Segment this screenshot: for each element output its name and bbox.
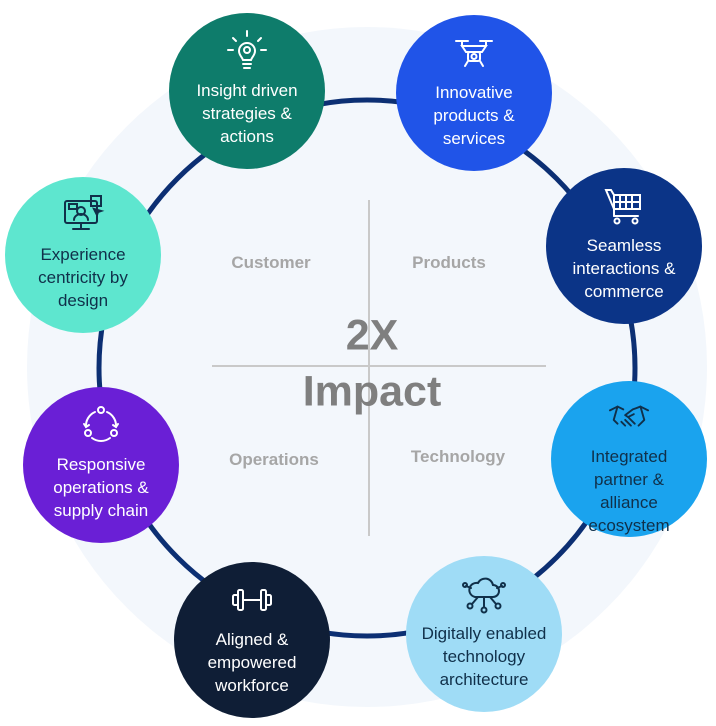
node-aligned-label: Aligned & empowered workforce xyxy=(207,630,297,695)
cloud-network-icon xyxy=(462,577,506,614)
node-innovative-label: Innovative products & services xyxy=(433,83,515,148)
quadrant-products: Products xyxy=(412,253,486,272)
drone-icon xyxy=(455,40,493,67)
node-seamless-label: Seamless interactions & commerce xyxy=(572,236,676,301)
shopping-cart-icon xyxy=(604,189,641,225)
node-integrated-label: Integrated partner & alliance ecosystem xyxy=(588,447,670,535)
center-impact: Impact xyxy=(302,367,442,416)
dumbbell-icon xyxy=(232,589,272,611)
lightbulb-gear-icon xyxy=(227,30,267,69)
node-responsive-label: Responsive operations & supply chain xyxy=(53,455,149,520)
quadrant-customer: Customer xyxy=(231,253,311,272)
monitor-user-icon xyxy=(64,195,105,230)
center-multiplier: 2X xyxy=(345,311,399,360)
node-experience-label: Experience centricity by design xyxy=(38,245,128,310)
node-aligned[interactable]: Aligned & empowered workforce xyxy=(174,562,330,718)
node-seamless[interactable]: Seamless interactions & commerce xyxy=(546,168,702,324)
node-responsive[interactable]: Responsive operations & supply chain xyxy=(23,387,179,543)
node-digital[interactable]: Digitally enabled technology architectur… xyxy=(406,556,562,712)
handshake-icon xyxy=(608,405,650,427)
node-integrated[interactable]: Integrated partner & alliance ecosystem xyxy=(551,381,707,537)
ring-circle xyxy=(96,97,638,639)
quadrant-operations: Operations xyxy=(229,450,319,469)
node-insight-label: Insight driven strategies & actions xyxy=(196,81,298,146)
node-insight[interactable]: Insight driven strategies & actions xyxy=(169,13,325,169)
node-innovative[interactable]: Innovative products & services xyxy=(396,15,552,171)
cycle-arrows-icon xyxy=(83,406,119,442)
node-digital-label: Digitally enabled technology architectur… xyxy=(421,624,547,689)
node-experience[interactable]: Experience centricity by design xyxy=(5,177,161,333)
quadrant-technology: Technology xyxy=(410,447,506,466)
